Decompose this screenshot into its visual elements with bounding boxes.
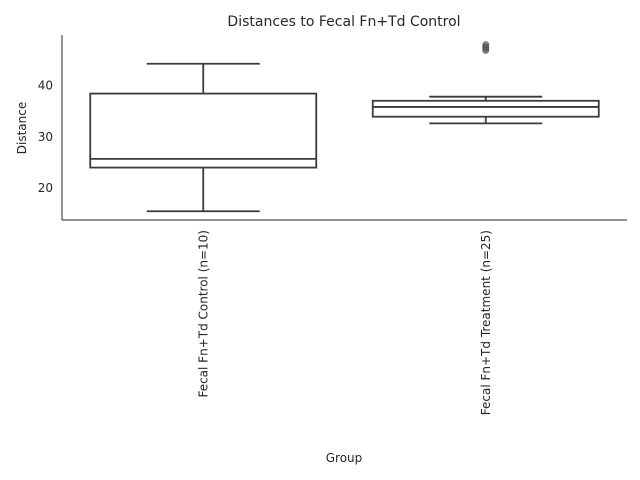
outlier-1-3 (482, 41, 490, 49)
x-axis-label: Group (326, 451, 363, 465)
y-tick-label-2: 40 (38, 78, 53, 92)
box-0 (89, 92, 318, 169)
y-axis-label: Distance (15, 102, 29, 154)
chart-title: Distances to Fecal Fn+Td Control (227, 14, 460, 30)
plot-area (89, 41, 600, 213)
box-group-1 (371, 41, 600, 125)
y-tick-label-0: 20 (38, 181, 53, 195)
x-tick-label-0: Fecal Fn+Td Control (n=10) (196, 230, 210, 398)
x-ticks: Fecal Fn+Td Control (n=10) Fecal Fn+Td Tr… (196, 230, 493, 415)
y-ticks: 20 30 40 (38, 78, 53, 195)
box-1 (371, 99, 600, 118)
box-group-0 (89, 62, 318, 213)
y-tick-label-1: 30 (38, 130, 53, 144)
x-tick-label-1: Fecal Fn+Td Treatment (n=25) (479, 230, 493, 415)
